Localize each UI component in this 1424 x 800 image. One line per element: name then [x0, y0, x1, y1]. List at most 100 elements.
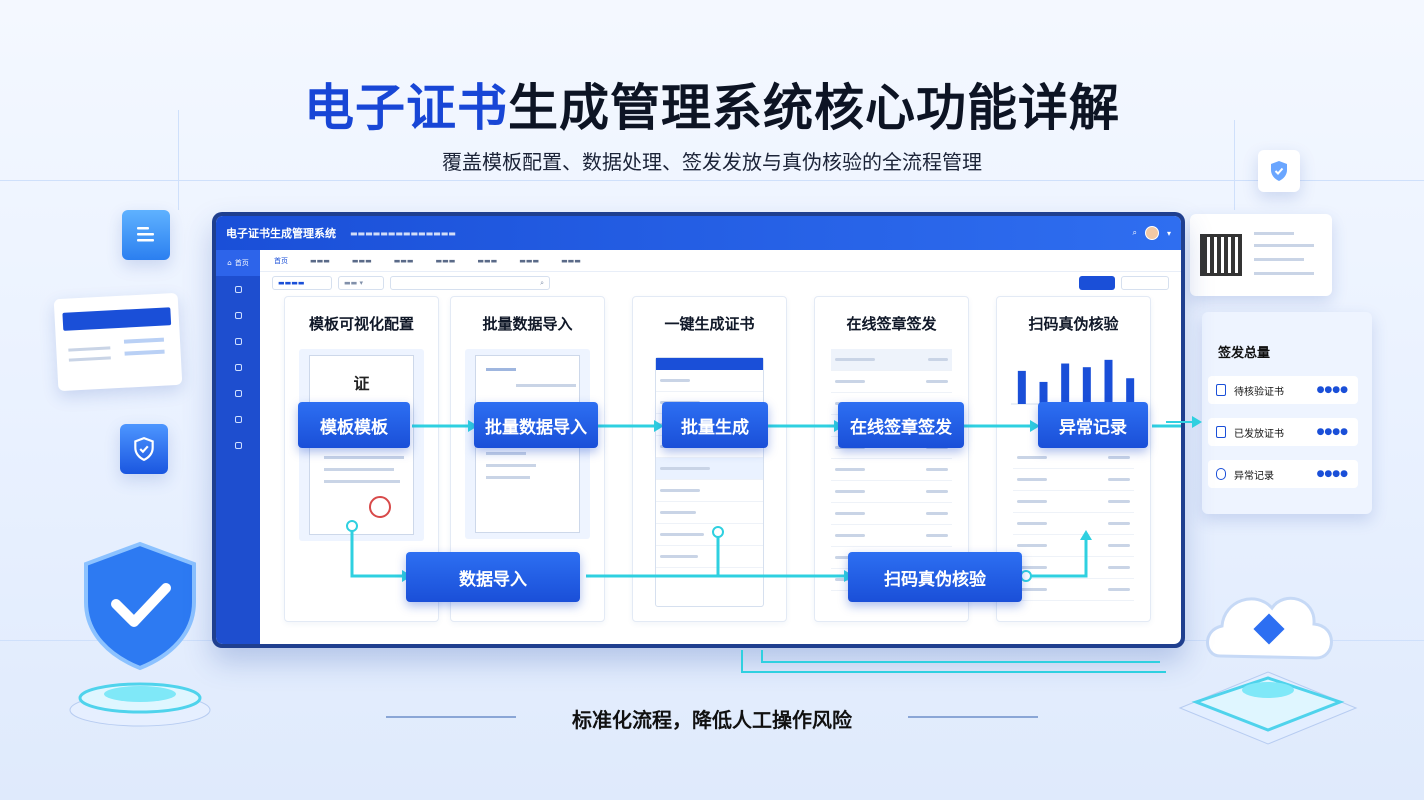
menu-icon	[234, 441, 242, 449]
tab[interactable]: ▬▬▬	[310, 256, 330, 265]
flow-step-batch-import[interactable]: 批量数据导入	[474, 402, 598, 448]
filter-select[interactable]: ▬▬▬▬	[272, 276, 332, 290]
tab[interactable]: ▬▬▬	[561, 256, 581, 265]
shield-check-icon	[120, 424, 168, 474]
avatar[interactable]	[1144, 226, 1159, 240]
footer-divider	[386, 716, 516, 718]
sidebar-item[interactable]	[216, 302, 260, 328]
form-row	[656, 458, 763, 480]
certificate-char: 证	[353, 374, 370, 393]
list-item	[831, 459, 952, 481]
id-card-icon	[53, 292, 183, 392]
list-item	[831, 371, 952, 393]
bg-line	[0, 180, 1424, 181]
menu-icon	[234, 285, 242, 293]
panel-title: 批量数据导入	[482, 315, 573, 333]
document-icon	[1216, 384, 1226, 396]
panel-title: 在线签章签发	[846, 315, 937, 333]
tab-home[interactable]: 首页	[274, 256, 288, 265]
sidebar-item-label: 首页	[234, 259, 249, 267]
panel-title: 一键生成证书	[664, 315, 755, 333]
panel-title: 扫码真伪核验	[1028, 315, 1119, 333]
flow-step-template[interactable]: 模板模板	[298, 402, 410, 448]
form-preview	[655, 357, 764, 607]
tab[interactable]: ▬▬▬	[435, 256, 456, 265]
primary-button[interactable]	[1079, 276, 1115, 290]
flow-step-scan-verify[interactable]: 扫码真伪核验	[848, 552, 1022, 602]
tab-bar: 首页 ▬▬▬ ▬▬▬ ▬▬▬ ▬▬▬ ▬▬▬ ▬▬▬ ▬▬▬	[260, 250, 1181, 272]
app-window: 电子证书生成管理系统 ▬▬▬▬▬▬▬▬▬▬▬▬▬▬ ⌕ ▾ ⌂ 首页 首页 ▬▬…	[212, 212, 1185, 648]
list-item	[1013, 535, 1134, 557]
list-item	[831, 503, 952, 525]
qr-code-icon	[1200, 234, 1242, 276]
form-row	[656, 502, 763, 524]
bar-chart	[1011, 359, 1141, 405]
chart-bar	[1017, 370, 1026, 404]
stat-row-pending[interactable]: 待核验证书 ●●●●	[1208, 376, 1358, 404]
list-item	[1013, 557, 1134, 579]
sidebar-item[interactable]	[216, 354, 260, 380]
sidebar: ⌂ 首页	[216, 250, 260, 644]
seal-icon	[369, 496, 391, 518]
document-icon	[122, 210, 170, 260]
record-list	[1013, 447, 1134, 607]
list-item	[831, 525, 952, 547]
sidebar-item-home[interactable]: ⌂ 首页	[216, 250, 260, 276]
list-item	[1013, 469, 1134, 491]
shield-check-icon	[60, 530, 220, 730]
page-subtitle: 覆盖模板配置、数据处理、签发发放与真伪核验的全流程管理	[442, 150, 982, 174]
chart-bar	[1061, 363, 1070, 404]
tab[interactable]: ▬▬▬	[393, 256, 414, 265]
home-icon: ⌂	[227, 259, 232, 267]
shield-icon	[1216, 468, 1226, 480]
footer-divider	[908, 716, 1038, 718]
stat-label: 已发放证书	[1234, 428, 1284, 440]
search-input[interactable]: ⌕	[390, 276, 550, 290]
flow-step-data-import[interactable]: 数据导入	[406, 552, 580, 602]
page-title: 电子证书生成管理系统核心功能详解	[0, 68, 1424, 140]
form-row	[656, 370, 763, 392]
sidebar-item[interactable]	[216, 432, 260, 458]
flow-step-sign[interactable]: 在线签章签发	[838, 402, 964, 448]
document-icon	[1216, 426, 1226, 438]
stat-row-exception[interactable]: 异常记录 ●●●●	[1208, 460, 1358, 488]
menu-icon	[234, 363, 242, 371]
stats-title: 签发总量	[1218, 346, 1271, 361]
secondary-button[interactable]	[1121, 276, 1169, 290]
stat-value: ●●●●	[1316, 427, 1348, 437]
panel-generate: 一键生成证书	[632, 296, 787, 622]
flow-step-exception[interactable]: 异常记录	[1038, 402, 1148, 448]
chart-bar	[1082, 367, 1091, 404]
tab[interactable]: ▬▬▬	[351, 256, 372, 265]
tab[interactable]: ▬▬▬	[519, 256, 540, 265]
filter-dropdown[interactable]: ▬▬ ▾	[338, 276, 384, 290]
list-item	[1013, 513, 1134, 535]
flow-step-generate[interactable]: 批量生成	[662, 402, 768, 448]
stat-label: 异常记录	[1234, 470, 1274, 482]
form-row	[656, 546, 763, 568]
tab[interactable]: ▬▬▬	[477, 256, 498, 265]
sidebar-item[interactable]	[216, 276, 260, 302]
title-rest: 生成管理系统核心功能详解	[508, 79, 1120, 137]
bg-line	[1234, 120, 1235, 210]
list-item	[1013, 491, 1134, 513]
menu-icon	[234, 389, 242, 397]
bg-line	[178, 110, 179, 210]
topbar-desc: ▬▬▬▬▬▬▬▬▬▬▬▬▬▬	[350, 228, 456, 238]
menu-icon	[234, 311, 242, 319]
stat-value: ●●●●	[1316, 385, 1348, 395]
sidebar-item[interactable]	[216, 328, 260, 354]
form-row	[656, 524, 763, 546]
search-icon[interactable]: ⌕	[1132, 228, 1137, 237]
panel-title: 模板可视化配置	[308, 315, 414, 333]
footer-slogan: 标准化流程，降低人工操作风险	[572, 708, 852, 732]
chart-bar	[1039, 381, 1048, 404]
chevron-down-icon[interactable]: ▾	[1166, 228, 1171, 238]
stat-row-issued[interactable]: 已发放证书 ●●●●	[1208, 418, 1358, 446]
menu-icon	[234, 337, 242, 345]
sidebar-item[interactable]	[216, 380, 260, 406]
sidebar-item[interactable]	[216, 406, 260, 432]
cloud-security-icon	[1156, 560, 1380, 760]
list-item	[1013, 447, 1134, 469]
qr-card	[1190, 214, 1332, 296]
